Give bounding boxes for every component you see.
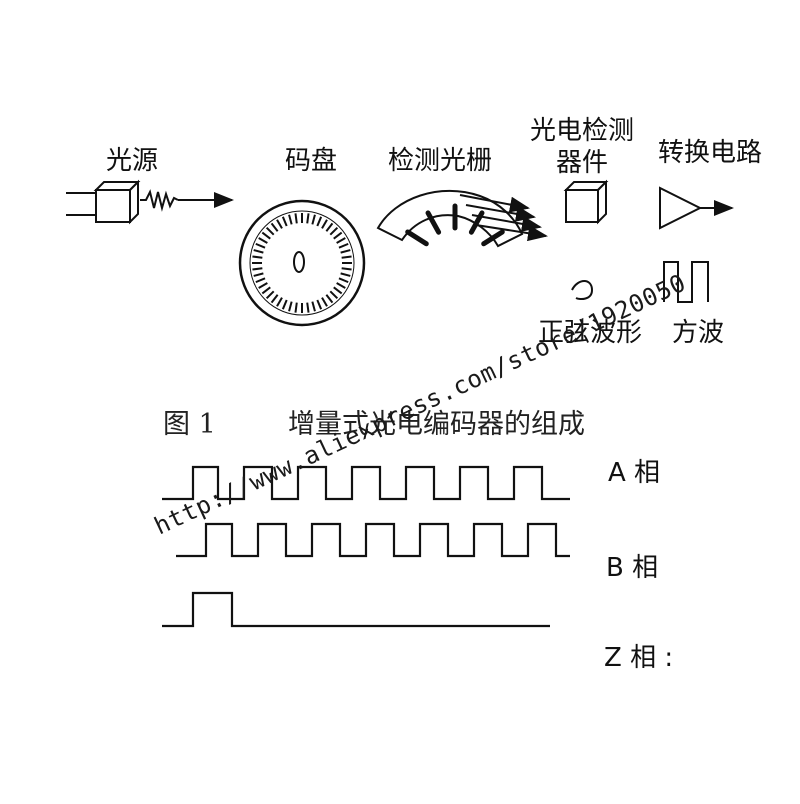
figure-title: 增量式光电编码器的组成 (288, 409, 585, 440)
grating-icon (376, 189, 548, 248)
detector-icon (563, 179, 609, 225)
label-detector-line1: 光电检测 (530, 116, 635, 146)
code-disc-icon (238, 199, 366, 327)
amplifier-icon (659, 186, 734, 230)
label-phase-a: A 相 (608, 458, 661, 488)
figure-number: 图 1 (163, 409, 216, 440)
label-conversion: 转换电路 (658, 138, 763, 168)
label-phase-b: B 相 (606, 553, 659, 583)
label-detector-line2: 器件 (556, 148, 609, 178)
label-grating: 检测光栅 (388, 146, 493, 176)
sine-wave-icon (571, 280, 594, 300)
label-sine-wave: 正弦波形 (538, 318, 643, 348)
light-source-icon (66, 179, 234, 225)
label-square-wave: 方波 (672, 318, 725, 348)
square-wave-icon (663, 261, 709, 303)
label-light-source: 光源 (106, 146, 159, 176)
label-phase-z: Z 相 : (604, 643, 674, 673)
label-code-disc: 码盘 (285, 146, 338, 176)
waveform-phase-z (162, 591, 550, 628)
waveform-phase-b (176, 522, 570, 558)
waveform-phase-a (162, 465, 570, 501)
